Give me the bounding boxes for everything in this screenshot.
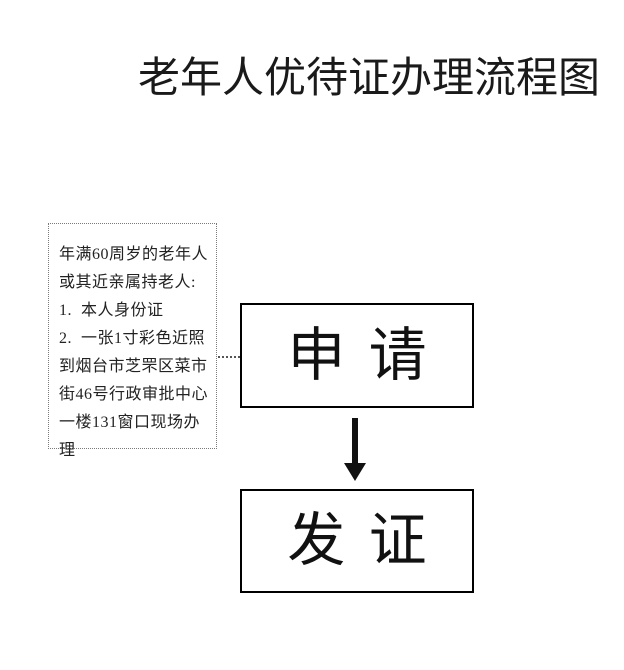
- note-connector-dotted-line: [218, 356, 240, 358]
- arrow-head: [344, 463, 366, 481]
- step-issue-box: 发证: [240, 489, 474, 593]
- note-line: 1. 本人身份证: [59, 302, 164, 319]
- step-apply-box: 申请: [240, 303, 474, 408]
- note-line: 年满60周岁的老年人: [59, 246, 209, 263]
- arrow-down-icon: [344, 418, 366, 481]
- note-line: 或其近亲属持老人:: [59, 274, 196, 291]
- page-title: 老年人优待证办理流程图: [138, 56, 601, 102]
- note-line: 街46号行政审批中心: [59, 386, 209, 403]
- note-line: 到烟台市芝罘区菜市: [59, 358, 208, 375]
- arrow-shaft: [352, 418, 358, 465]
- step-issue-label: 发证: [287, 508, 450, 573]
- requirements-note: 年满60周岁的老年人 或其近亲属持老人: 1. 本人身份证 2. 一张1寸彩色近…: [48, 223, 217, 459]
- step-apply-label: 申请: [287, 322, 450, 388]
- note-line: 一楼131窗口现场办理: [59, 414, 201, 459]
- note-line: 2. 一张1寸彩色近照: [59, 330, 206, 347]
